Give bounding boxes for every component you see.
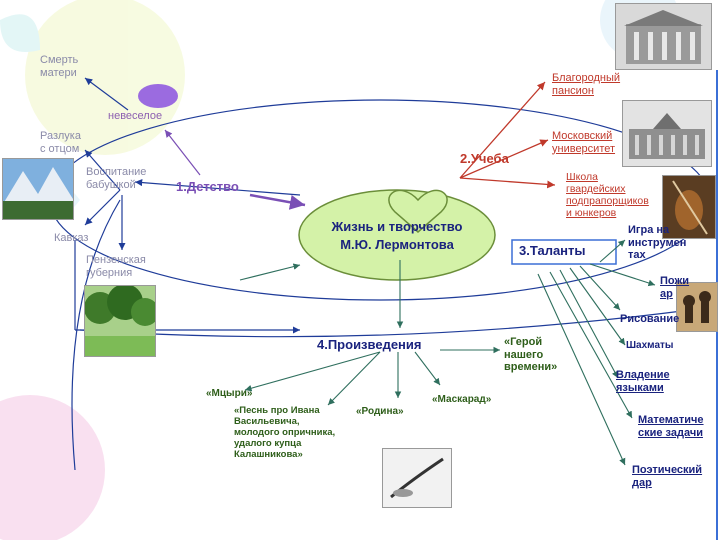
center-title-line1: Жизнь и творчество <box>331 219 463 234</box>
node-guard-school: Школа гвардейских подпрапорщиков и юнкер… <box>566 171 649 220</box>
node-mother-death: Смерть матери <box>40 54 79 79</box>
node-noble-pension: Благородный пансион <box>552 72 621 97</box>
node-maskarad: «Маскарад» <box>432 394 492 405</box>
branch-works: 4.Произведения <box>317 337 422 352</box>
left-loop <box>71 199 121 471</box>
chess-photo <box>676 282 718 332</box>
node-moscow-university: Московский университет <box>552 130 616 155</box>
violin-photo <box>662 175 716 239</box>
moscow-university-photo <box>622 100 712 167</box>
noble-pension-photo <box>615 3 712 70</box>
center-node <box>298 189 496 281</box>
node-grandmother: Воспитание бабушкой <box>86 166 147 191</box>
node-drawing: Рисование <box>620 313 680 325</box>
node-penza: Пензенская губерния <box>86 254 146 279</box>
outer-ring-bottom <box>79 309 691 338</box>
caucasus-mountains-photo <box>2 158 74 220</box>
branch-study: 2.Учеба <box>460 151 509 166</box>
node-hero: «Герой нашего времени» <box>504 336 558 374</box>
node-caucasus: Кавказ <box>54 232 89 244</box>
node-separation: Разлука с отцом <box>40 130 81 155</box>
branch-childhood: 1.Детство <box>176 179 239 194</box>
node-sad: невеселое <box>108 110 163 122</box>
node-math: Математиче ские задачи <box>638 414 704 439</box>
center-title-line2: М.Ю. Лермонтова <box>340 237 454 252</box>
node-instruments: Игра на инструмен тах <box>628 224 687 262</box>
node-languages: Владение языками <box>616 369 670 394</box>
node-painting-partial: Пожи ар <box>660 275 690 300</box>
node-rodina: «Родина» <box>356 406 404 417</box>
node-mtsyri: «Мцыри» <box>206 388 253 399</box>
penza-forest-photo <box>84 285 156 357</box>
purple-dot <box>138 84 178 108</box>
node-chess: Шахматы <box>626 340 674 351</box>
branch-talents: 3.Таланты <box>519 243 586 258</box>
node-poetic: Поэтический дар <box>632 464 703 489</box>
talents-box <box>511 239 617 265</box>
node-song: «Песнь про Ивана Васильевича, молодого о… <box>234 405 336 460</box>
quill-pen-photo <box>382 448 452 508</box>
